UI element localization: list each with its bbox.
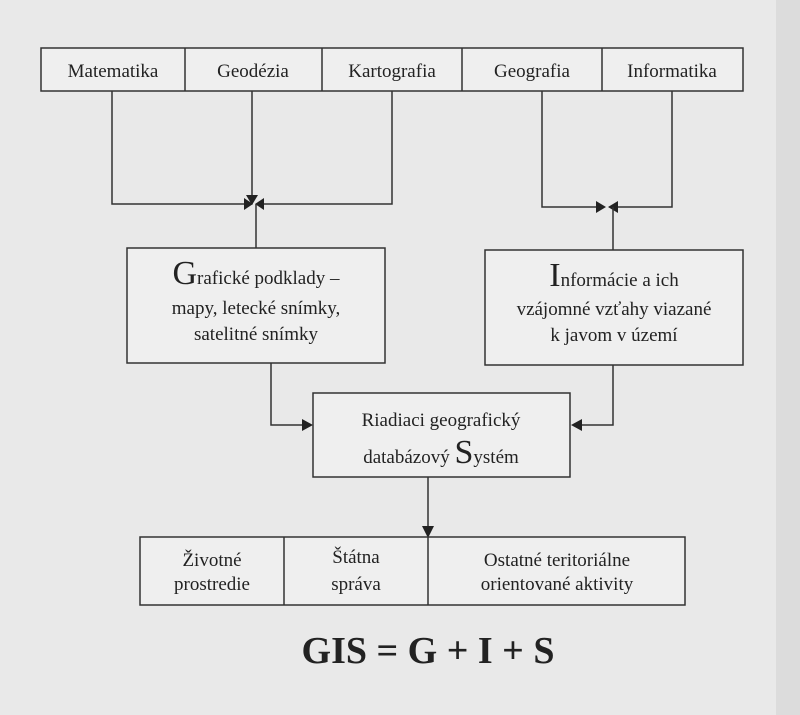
app-zivotne-1: Životné xyxy=(182,549,241,571)
system-initial: S xyxy=(454,434,473,471)
svg-text:Grafické podklady –: Grafické podklady – xyxy=(172,255,340,292)
system-line1: Riadiaci geografický xyxy=(362,410,521,431)
graphics-initial: G xyxy=(172,255,197,292)
discipline-geodezia: Geodézia xyxy=(217,61,289,82)
graphics-box: Grafické podklady – mapy, letecké snímky… xyxy=(126,247,386,364)
disciplines-box xyxy=(40,47,744,92)
graphics-line3: satelitné snímky xyxy=(194,324,319,345)
app-ostatne-1: Ostatné teritoriálne xyxy=(484,550,630,571)
svg-text:databázový Systém: databázový Systém xyxy=(363,434,519,471)
connectors-left xyxy=(111,91,393,248)
arrow-down-icon xyxy=(422,526,434,538)
app-ostatne-2: orientované aktivity xyxy=(481,574,634,595)
arrow-left-icon xyxy=(571,419,582,431)
disciplines-row: Matematika Geodézia Kartografia Geografi… xyxy=(40,47,744,92)
arrow-left-icon xyxy=(255,198,264,210)
graphics-line2: mapy, letecké snímky, xyxy=(172,298,341,319)
discipline-kartografia: Kartografia xyxy=(348,61,436,82)
app-zivotne-2: prostredie xyxy=(174,574,250,595)
app-statna-1: Štátna xyxy=(332,546,380,568)
arrow-right-icon xyxy=(596,201,606,213)
system-box: Riadiaci geografický databázový Systém xyxy=(312,392,571,478)
gis-formula: GIS = G + I + S xyxy=(302,630,555,672)
info-line3: k javom v území xyxy=(550,325,678,346)
info-box: Informácie a ich vzájomné vzťahy viazané… xyxy=(484,249,744,366)
discipline-geografia: Geografia xyxy=(494,61,571,82)
page-edge xyxy=(776,0,800,715)
app-statna-2: správa xyxy=(331,574,381,595)
svg-text:Informácie a ich: Informácie a ich xyxy=(549,257,679,294)
connectors-right xyxy=(541,91,673,250)
arrow-down-icon xyxy=(246,195,258,205)
info-line2: vzájomné vzťahy viazané xyxy=(517,299,712,320)
applications-row: Životné prostredie Štátna správa Ostatné… xyxy=(139,536,686,606)
arrow-right-icon xyxy=(302,419,313,431)
discipline-informatika: Informatika xyxy=(627,61,717,82)
arrow-right-icon xyxy=(244,198,253,210)
discipline-matematika: Matematika xyxy=(68,61,159,82)
info-initial: I xyxy=(549,257,560,294)
